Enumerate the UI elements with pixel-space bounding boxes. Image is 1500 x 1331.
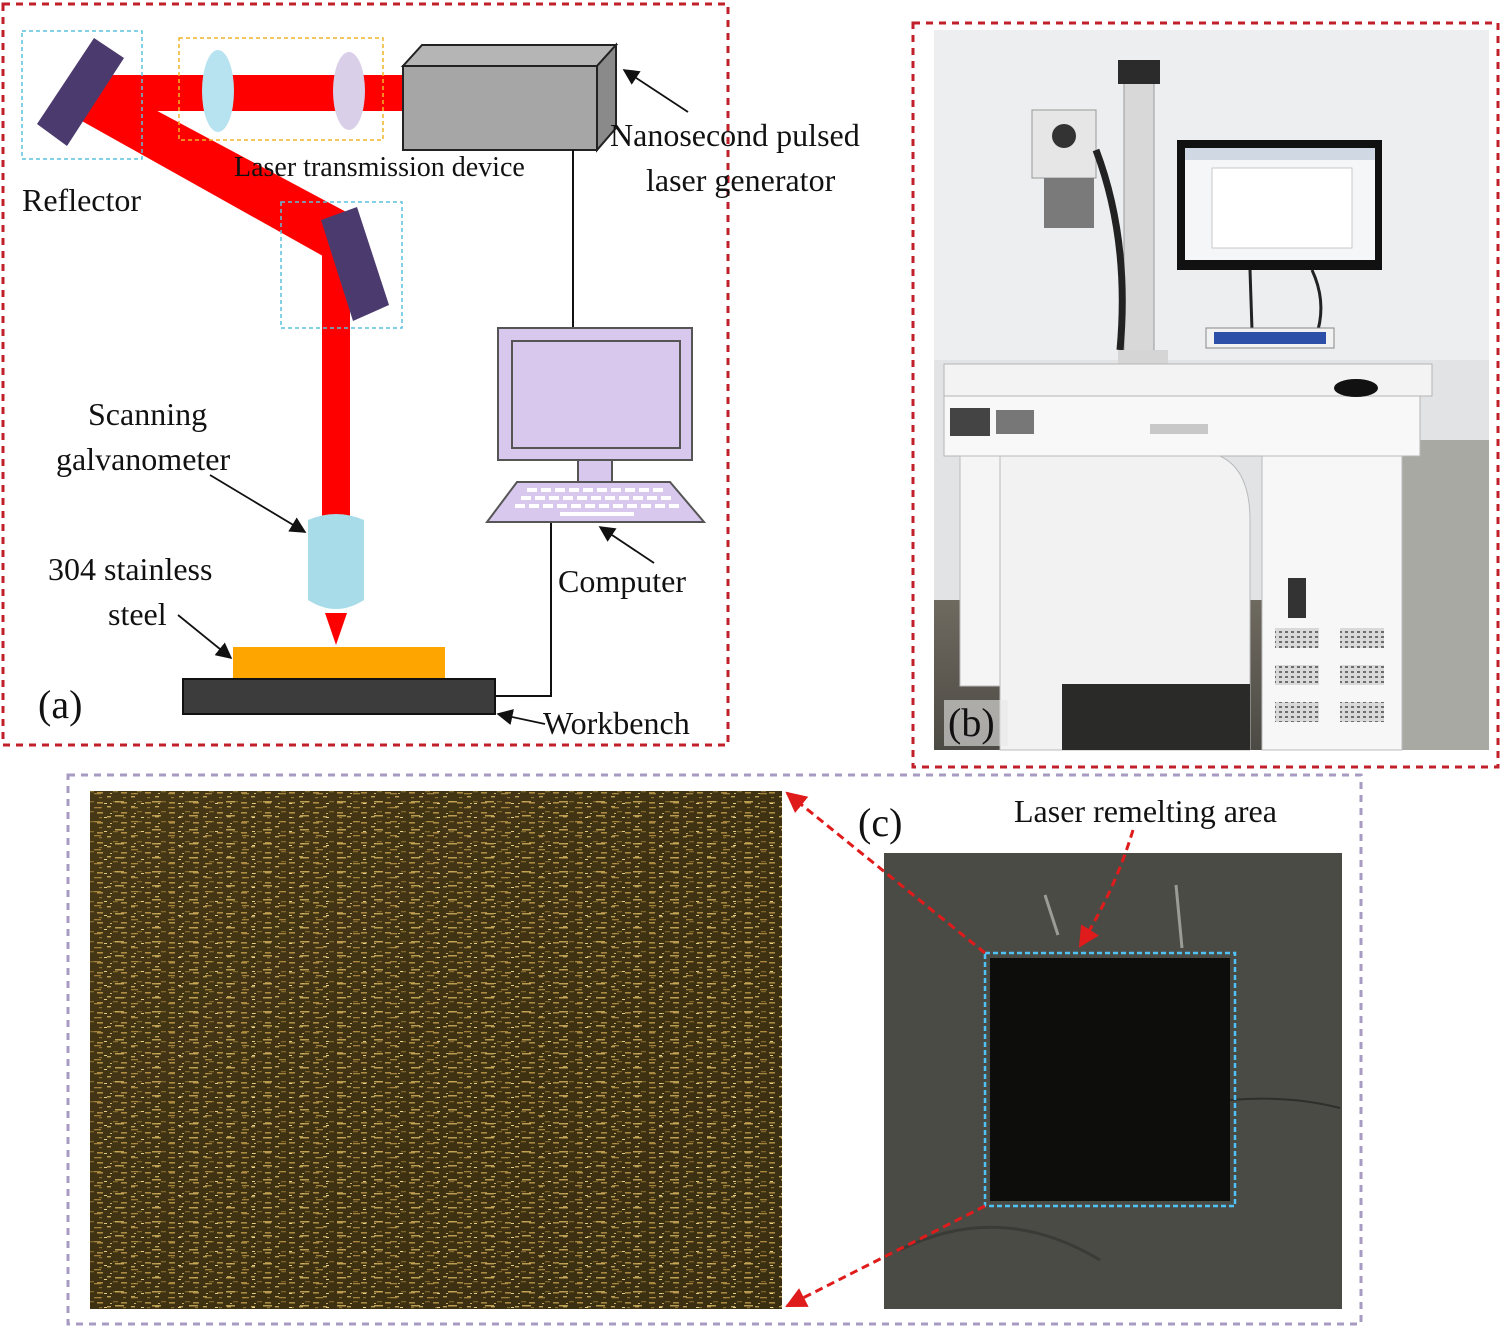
panel-c-frame — [66, 773, 1363, 1326]
arrow-galvanometer — [209, 474, 307, 533]
panel-b-frame — [911, 21, 1500, 769]
zoom-arrow-bottom — [785, 1204, 986, 1308]
label-workbench: Workbench — [543, 705, 690, 741]
label-transmission-device: Laser transmission device — [234, 152, 525, 183]
machine-photo — [934, 30, 1489, 751]
arrow-workbench — [496, 709, 546, 725]
panel-b-letter: (b) — [948, 700, 995, 745]
label-laser-generator-2: laser generator — [646, 162, 836, 198]
lens-icon — [202, 50, 234, 132]
zoom-arrow-top — [785, 791, 986, 955]
remelting-area-outline — [983, 951, 1237, 1208]
mirror-icon — [37, 38, 124, 146]
label-reflector: Reflector — [22, 182, 141, 218]
micrograph-image — [90, 791, 782, 1309]
mirror-icon — [321, 207, 389, 321]
panel-c: (c) Laser remelting area — [66, 773, 1363, 1326]
lens-icon — [333, 52, 365, 130]
steel-sample — [233, 647, 445, 679]
beam-diagonal — [64, 75, 350, 260]
label-galvanometer-1: Scanning — [88, 396, 207, 432]
galvanometer-icon — [308, 514, 364, 609]
computer-icon — [485, 327, 707, 523]
arrow-steel — [177, 614, 233, 660]
laser-generator-icon — [400, 42, 619, 153]
panel-a: Reflector Laser transmission device Nano… — [1, 2, 860, 747]
label-steel-2: steel — [108, 596, 167, 632]
panel-a-frame — [1, 2, 730, 747]
sample-photo — [884, 853, 1342, 1309]
beam-focus-tip — [325, 613, 347, 645]
label-laser-generator-1: Nanosecond pulsed — [610, 117, 860, 153]
lens-box — [178, 37, 384, 141]
label-galvanometer-2: galvanometer — [56, 441, 230, 477]
panel-a-letter: (a) — [38, 682, 82, 727]
arrow-laser-generator — [622, 69, 689, 113]
wire-computer-workbench — [496, 522, 552, 697]
arrow-computer — [598, 526, 655, 564]
panel-c-letter: (c) — [858, 800, 902, 845]
label-remelting-area: Laser remelting area — [1014, 793, 1277, 829]
reflector-box-middle — [280, 201, 403, 329]
panel-b-letter-bg — [944, 700, 1008, 746]
workbench — [182, 678, 496, 715]
panel-b: (b) — [911, 21, 1500, 769]
label-steel-1: 304 stainless — [48, 551, 212, 587]
label-computer: Computer — [558, 563, 686, 599]
remelting-area — [990, 958, 1230, 1201]
remelting-label-arrow — [1078, 829, 1135, 948]
reflector-box-top — [21, 30, 143, 160]
